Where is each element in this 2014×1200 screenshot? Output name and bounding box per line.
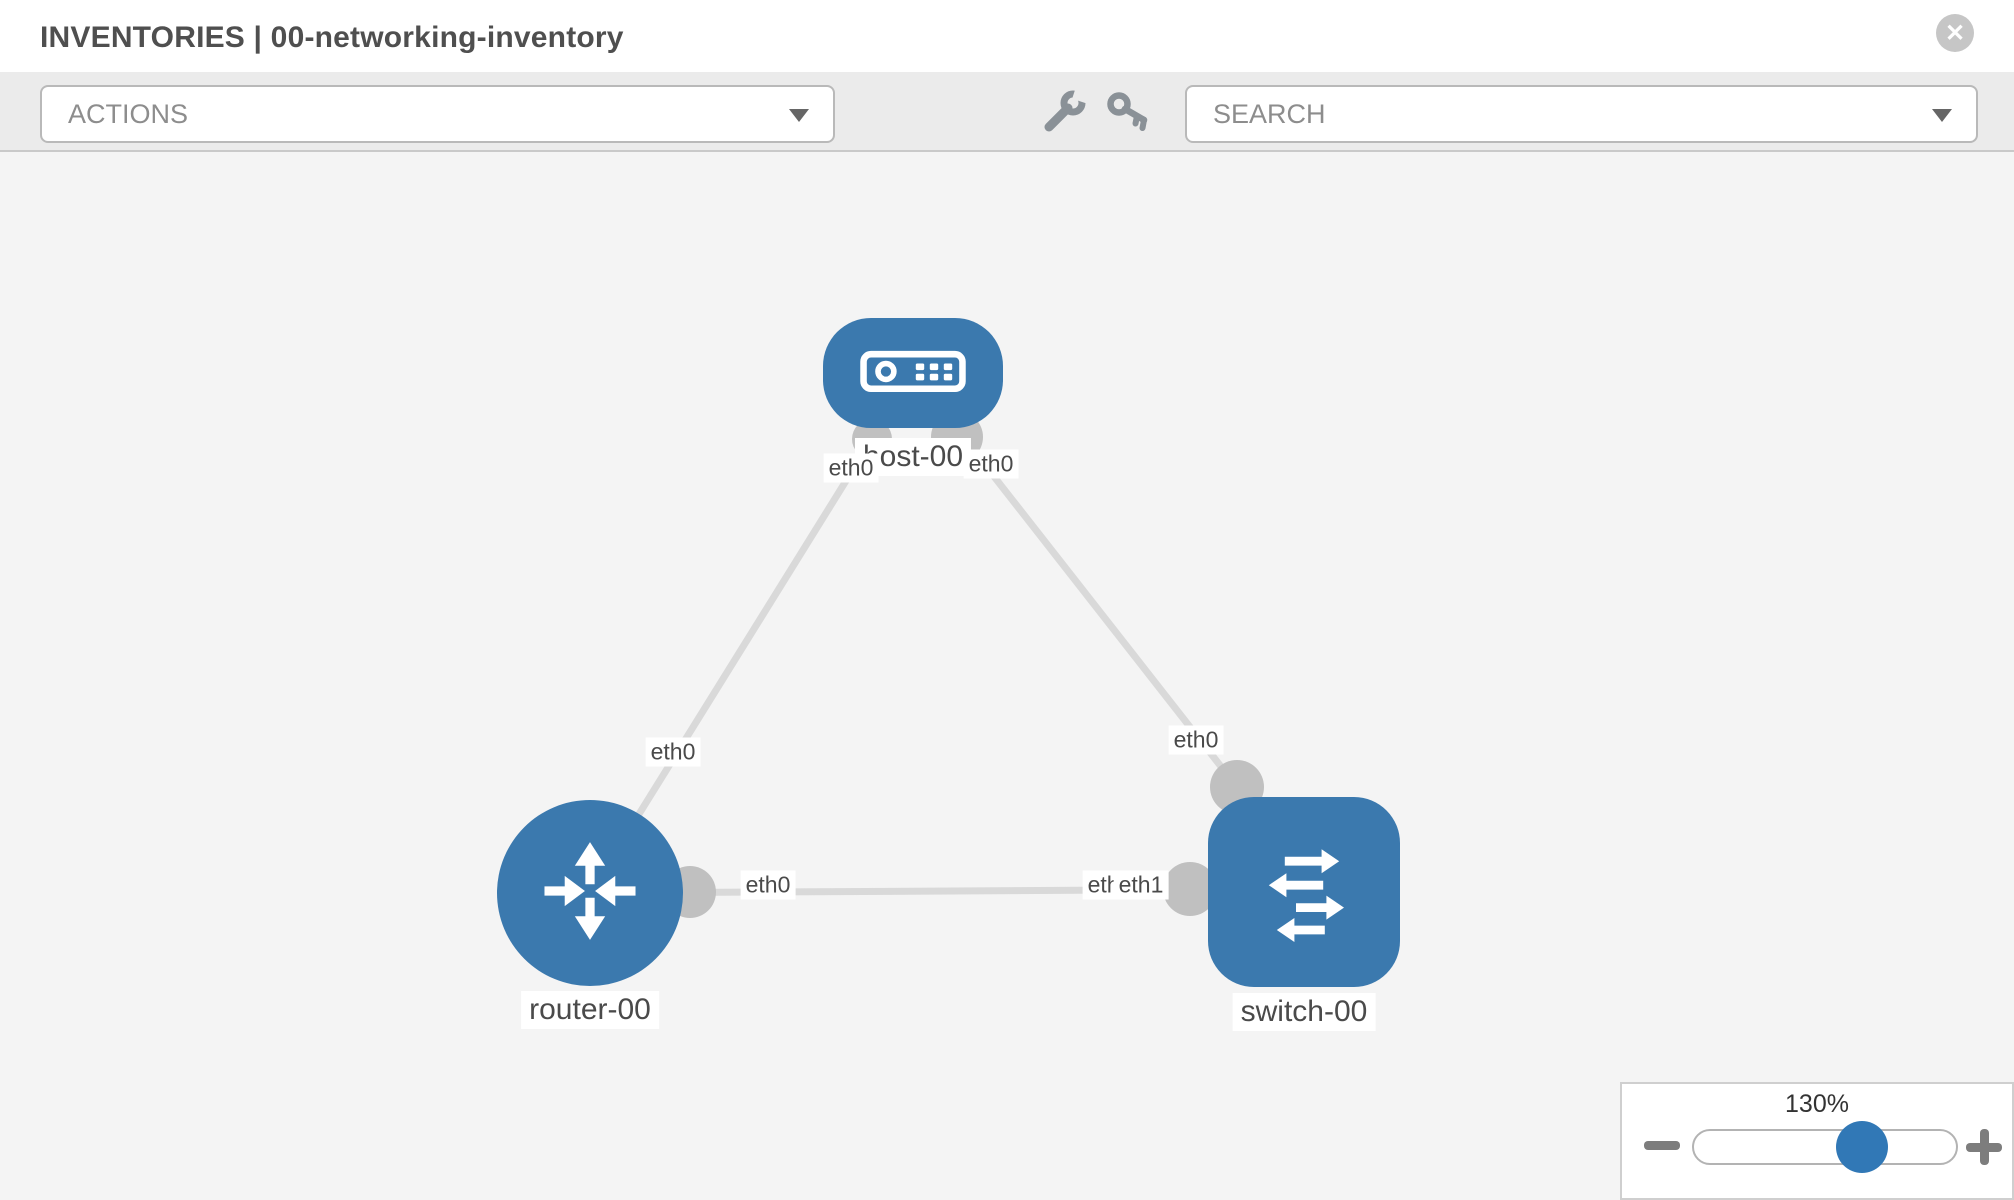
close-icon: ✕	[1944, 19, 1966, 47]
node-host-00[interactable]	[823, 318, 1003, 428]
plus-icon	[1979, 1129, 1989, 1165]
host-icon	[857, 338, 969, 409]
interface-label: eth0	[740, 870, 796, 900]
switch-icon	[1248, 828, 1360, 957]
modal-header: INVENTORIES | 00-networking-inventory ✕	[0, 0, 2014, 72]
search-input-placeholder: SEARCH	[1213, 98, 1326, 129]
zoom-in-button[interactable]	[1964, 1127, 2004, 1167]
interface-label: eth0	[963, 449, 1019, 479]
page-title: INVENTORIES | 00-networking-inventory	[40, 21, 624, 54]
actions-dropdown-label: ACTIONS	[68, 98, 189, 129]
zoom-slider-track[interactable]	[1692, 1129, 1958, 1165]
router-icon	[531, 828, 649, 959]
tools-button[interactable]	[1040, 90, 1086, 136]
node-label-switch-00: switch-00	[1232, 993, 1376, 1031]
topology-links-layer	[587, 370, 1305, 918]
node-label-router-00: router-00	[521, 991, 659, 1029]
key-icon	[1107, 92, 1148, 131]
zoom-level-value: 130%	[1785, 1090, 1849, 1118]
chevron-down-icon	[789, 109, 809, 122]
chevron-down-icon	[1932, 109, 1952, 122]
node-router-00[interactable]	[497, 800, 683, 986]
interface-label: eth1	[1113, 870, 1169, 900]
zoom-slider-thumb[interactable]	[1836, 1121, 1888, 1173]
zoom-out-button[interactable]	[1644, 1141, 1680, 1150]
interface-connector[interactable]	[1163, 862, 1217, 916]
node-switch-00[interactable]	[1208, 797, 1400, 987]
zoom-panel: 130%	[1620, 1082, 2014, 1200]
interface-label: eth0	[823, 453, 879, 483]
actions-dropdown[interactable]: ACTIONS	[40, 85, 835, 143]
close-button[interactable]: ✕	[1936, 14, 1974, 52]
interface-label: eth0	[1168, 725, 1224, 755]
toolbar: ACTIONS SEARCH	[0, 72, 2014, 152]
interface-label: eth0	[645, 737, 701, 767]
search-input[interactable]: SEARCH	[1185, 85, 1978, 143]
key-button[interactable]	[1106, 90, 1152, 136]
wrench-icon	[1044, 90, 1086, 132]
